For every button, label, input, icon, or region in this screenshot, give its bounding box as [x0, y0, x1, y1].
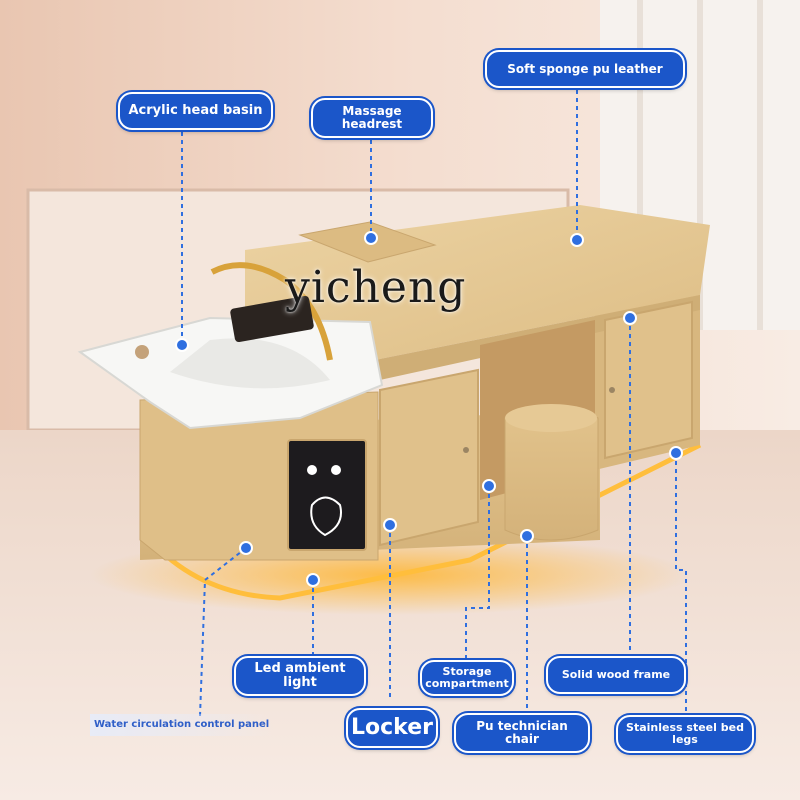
- pu-technician-chair-label: Pu technician chair: [454, 713, 590, 753]
- shower-arm: [210, 262, 333, 361]
- storage-door: [604, 300, 693, 460]
- led-ambient-light-label: Led ambient light: [234, 656, 366, 696]
- acrylic-head-basin-label: Acrylic head basin: [118, 92, 273, 130]
- soft-sponge-label: Soft sponge pu leather: [485, 50, 685, 88]
- locker-label: Locker: [346, 708, 438, 748]
- control-panel: [287, 439, 367, 551]
- massage-headrest-label: Massage headrest: [311, 98, 433, 138]
- leader-lines: [181, 90, 687, 717]
- leader-dots: [175, 231, 683, 587]
- shower-head: [230, 295, 314, 343]
- solid-wood-frame-label: Solid wood frame: [546, 656, 686, 694]
- storage-compartment-label: Storage compartment: [420, 660, 514, 696]
- locker-door: [379, 368, 479, 547]
- watermark-text: yicheng: [285, 262, 467, 313]
- water-panel-label: Water circulation control panel: [90, 714, 274, 736]
- stainless-legs-label: Stainless steel bed legs: [616, 715, 754, 753]
